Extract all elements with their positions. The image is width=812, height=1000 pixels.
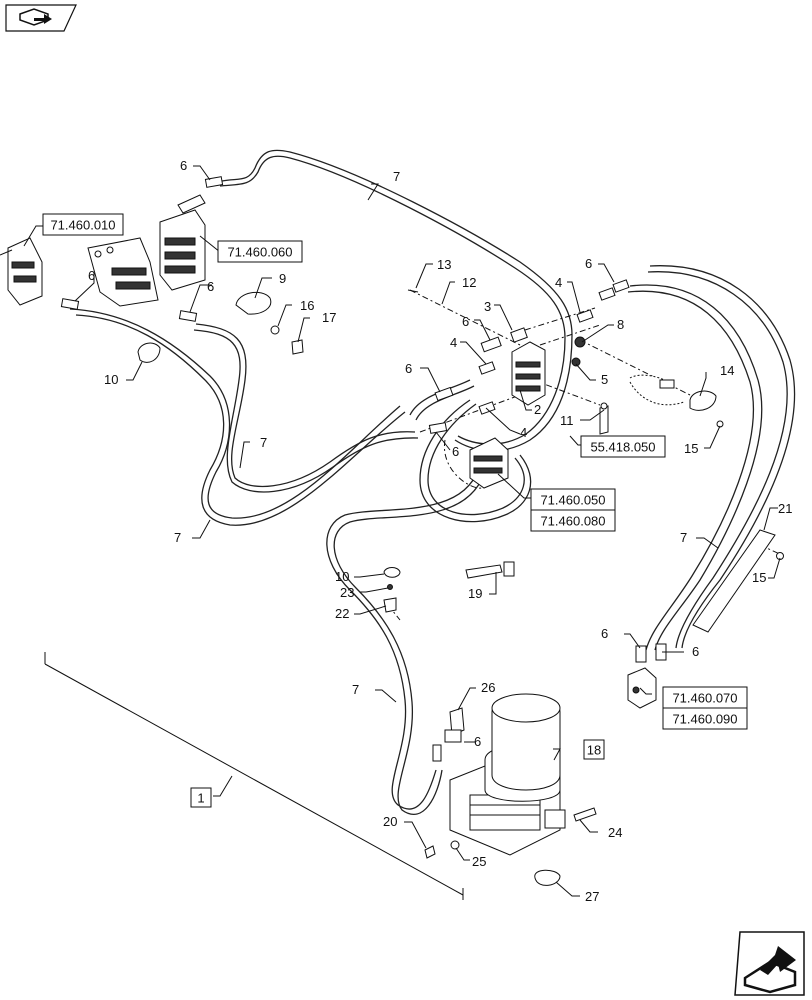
callout-label: 12 (462, 275, 476, 290)
callout-label: 3 (484, 299, 491, 314)
next-page-icon[interactable] (734, 931, 805, 996)
callout-label: 14 (720, 363, 734, 378)
lube-pump (449, 693, 566, 856)
callout-label: 4 (520, 425, 527, 440)
callout-label: 26 (481, 680, 495, 695)
control-valve-mid (87, 237, 159, 307)
callout-label: 6 (692, 644, 699, 659)
svg-text:18: 18 (587, 743, 601, 758)
callout-label: 10 (335, 569, 349, 584)
ref-box-71-460-050[interactable]: 71.460.050 (530, 488, 616, 511)
callout-label: 9 (279, 271, 286, 286)
callout-label: 15 (684, 441, 698, 456)
callout-label: 7 (352, 682, 359, 697)
frame-outline (44, 652, 464, 900)
callout-label: 21 (778, 501, 792, 516)
callout-label: 6 (601, 626, 608, 641)
callout-label: 6 (585, 256, 592, 271)
callout-label: 27 (585, 889, 599, 904)
svg-text:71.460.010: 71.460.010 (50, 218, 115, 233)
distributor-block-2 (511, 341, 546, 406)
callout-label: 2 (534, 402, 541, 417)
ref-box-71-460-060[interactable]: 71.460.060 (217, 240, 303, 263)
previous-page-icon[interactable] (5, 4, 77, 32)
svg-text:71.460.070: 71.460.070 (672, 691, 737, 706)
callout-label: 19 (468, 586, 482, 601)
callout-label: 6 (405, 361, 412, 376)
callout-label: 6 (462, 314, 469, 329)
callout-label: 7 (260, 435, 267, 450)
svg-text:71.460.090: 71.460.090 (672, 712, 737, 727)
callout-label: 6 (88, 268, 95, 283)
callout-label: 4 (450, 335, 457, 350)
svg-text:1: 1 (197, 791, 204, 806)
control-valve-right (627, 667, 657, 709)
svg-text:71.460.060: 71.460.060 (227, 245, 292, 260)
callout-label: 16 (300, 298, 314, 313)
svg-text:71.460.080: 71.460.080 (540, 514, 605, 529)
leader-lines (23, 165, 781, 897)
control-valve-center (469, 437, 509, 489)
control-valve-upper (159, 194, 206, 291)
callout-label: 8 (617, 317, 624, 332)
callout-label: 22 (335, 606, 349, 621)
hydraulic-tubes (69, 149, 796, 816)
ref-box-71-460-090[interactable]: 71.460.090 (662, 707, 748, 730)
ref-box-71-460-010[interactable]: 71.460.010 (42, 213, 124, 236)
callout-label: 10 (104, 372, 118, 387)
ref-box-71-460-080[interactable]: 71.460.080 (530, 509, 616, 532)
callout-label: 11 (560, 413, 574, 428)
callout-label: 6 (180, 158, 187, 173)
callout-box-1: 1 (190, 787, 212, 808)
callout-label: 23 (340, 585, 354, 600)
control-valve-left (0, 237, 43, 306)
callout-label: 17 (322, 310, 336, 325)
callout-label: 6 (452, 444, 459, 459)
callout-label: 7 (393, 169, 400, 184)
callout-label: 7 (680, 530, 687, 545)
ref-box-55-418-050[interactable]: 55.418.050 (580, 435, 666, 458)
callout-label: 4 (555, 275, 562, 290)
callout-label: 20 (383, 814, 397, 829)
callout-label: 25 (472, 854, 486, 869)
callout-label: 6 (474, 734, 481, 749)
callout-numbers: 6 7 6 6 9 16 17 10 7 7 13 12 3 6 4 6 4 8… (88, 158, 792, 904)
callout-label: 15 (752, 570, 766, 585)
callout-label: 13 (437, 257, 451, 272)
small-parts (137, 289, 784, 886)
svg-text:55.418.050: 55.418.050 (590, 440, 655, 455)
callout-box-18: 18 (583, 739, 605, 760)
callout-label: 7 (174, 530, 181, 545)
ref-box-71-460-070[interactable]: 71.460.070 (662, 686, 748, 709)
callout-label: 24 (608, 825, 622, 840)
callout-label: 5 (601, 372, 608, 387)
svg-text:71.460.050: 71.460.050 (540, 493, 605, 508)
callout-label: 6 (207, 279, 214, 294)
fittings (60, 176, 667, 762)
